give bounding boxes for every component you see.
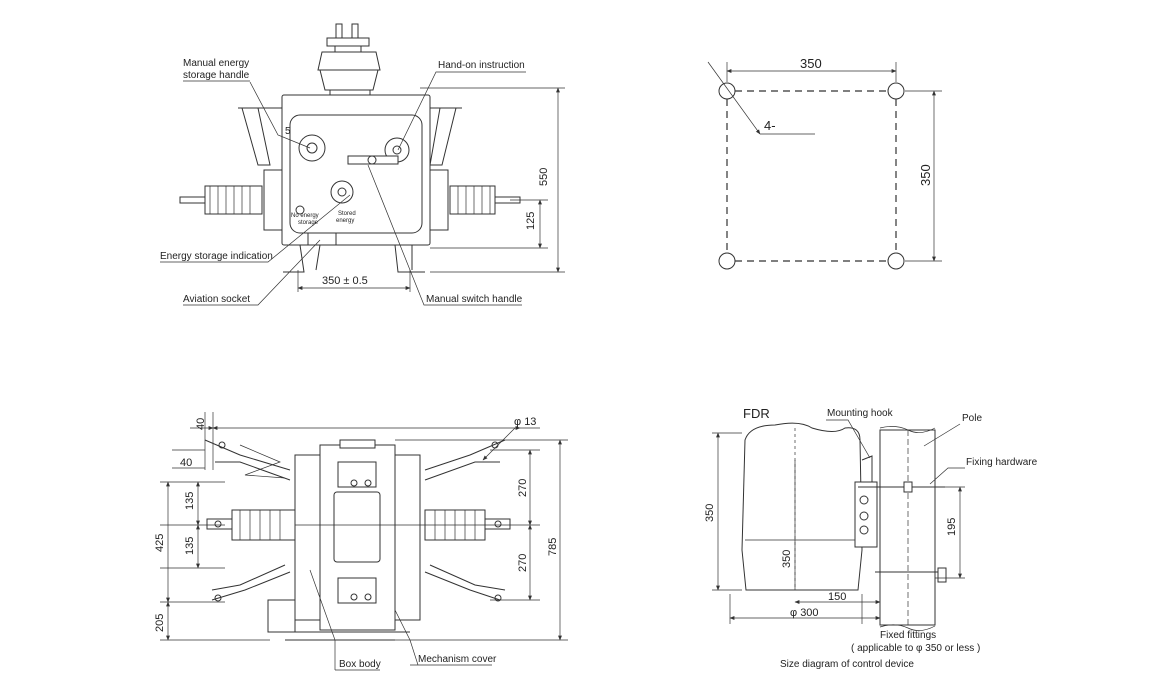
top-view: 40 40 135 135 425 205 270 270 785 φ 13 xyxy=(154,412,568,671)
manual-energy-knob xyxy=(298,134,326,162)
label-box-body: Box body xyxy=(339,659,381,670)
label-pole: Pole xyxy=(962,413,982,424)
stored-line1: Stored xyxy=(338,211,356,217)
mechanism-cover xyxy=(267,599,296,633)
dim-785: 785 xyxy=(547,538,559,556)
hole-layout-view: 350 350 4- xyxy=(707,56,942,270)
dim-135-upper: 135 xyxy=(184,492,196,510)
dim-270-lower: 270 xyxy=(517,554,529,572)
dim-40-side: 40 xyxy=(180,457,192,469)
label-manual-switch: Manual switch handle xyxy=(426,294,523,305)
dim-width-350: 350 ± 0.5 xyxy=(322,275,368,287)
label-hand-on: Hand-on instruction xyxy=(438,60,525,71)
right-insulators-icon xyxy=(424,439,511,602)
switch-lever xyxy=(347,155,399,165)
dim-195: 195 xyxy=(946,518,958,536)
label-mechanism-cover: Mechanism cover xyxy=(418,654,497,665)
top-terminal-icon xyxy=(317,23,381,107)
right-foot xyxy=(394,244,425,273)
right-bracket xyxy=(429,107,457,166)
dim-205: 205 xyxy=(154,614,166,632)
pole xyxy=(879,429,936,626)
hole-dim-side: 350 xyxy=(918,164,933,186)
mounting-plate xyxy=(854,481,878,548)
mount-hole-bl xyxy=(718,252,736,270)
front-view: No energy storage Stored energy 5 Manual… xyxy=(160,23,565,306)
dim-125: 125 xyxy=(525,212,537,230)
dim-phi-300: φ 300 xyxy=(790,607,819,619)
fixed-fittings-line2: ( applicable to φ 350 or less ) xyxy=(851,643,980,654)
label-manual-energy-line2: storage handle xyxy=(183,70,250,81)
caption-control-device: Size diagram of control device xyxy=(780,659,914,670)
label-energy-indication: Energy storage indication xyxy=(160,251,273,262)
no-energy-line1: No energy xyxy=(291,213,319,219)
dim-425: 425 xyxy=(154,534,166,552)
left-insulator-icon xyxy=(179,185,263,215)
mount-hole-br xyxy=(887,252,905,270)
label-mounting-hook: Mounting hook xyxy=(827,408,894,419)
label-fdr: FDR xyxy=(743,406,770,421)
label-manual-energy-line1: Manual energy xyxy=(183,58,249,69)
digit-five: 5 xyxy=(285,126,291,137)
dim-135-lower: 135 xyxy=(184,537,196,555)
left-insulators-icon xyxy=(204,439,296,602)
front-panel xyxy=(289,114,423,234)
mechanism-window xyxy=(333,491,381,563)
mounting-hook xyxy=(861,455,873,482)
left-bracket xyxy=(241,107,271,166)
left-foot xyxy=(283,244,321,273)
no-energy-line2: storage xyxy=(298,220,319,226)
label-fixing-hardware: Fixing hardware xyxy=(966,457,1038,468)
dim-phi-13: φ 13 xyxy=(514,416,536,428)
dim-350-left: 350 xyxy=(704,504,716,522)
dim-350-inner: 350 xyxy=(781,550,793,568)
right-insulator-icon xyxy=(449,185,521,215)
mount-hole-tr xyxy=(887,82,905,100)
fixed-fittings-line1: Fixed fittings xyxy=(880,630,936,641)
control-device-view: FDR Mounting hook Pole Fixing hardware 3… xyxy=(704,406,1038,670)
dim-40-top: 40 xyxy=(195,418,207,430)
energy-indicator xyxy=(330,180,354,204)
label-aviation-socket: Aviation socket xyxy=(183,294,250,305)
indicator-lamp xyxy=(295,205,305,215)
aviation-socket xyxy=(307,232,337,246)
stored-line2: energy xyxy=(336,218,354,224)
dim-150: 150 xyxy=(828,591,846,603)
hole-label: 4- xyxy=(764,118,776,133)
dim-height-550: 550 xyxy=(538,168,550,186)
hole-dim-top: 350 xyxy=(800,56,822,71)
dim-270-upper: 270 xyxy=(517,479,529,497)
fdr-cabinet xyxy=(741,422,863,591)
